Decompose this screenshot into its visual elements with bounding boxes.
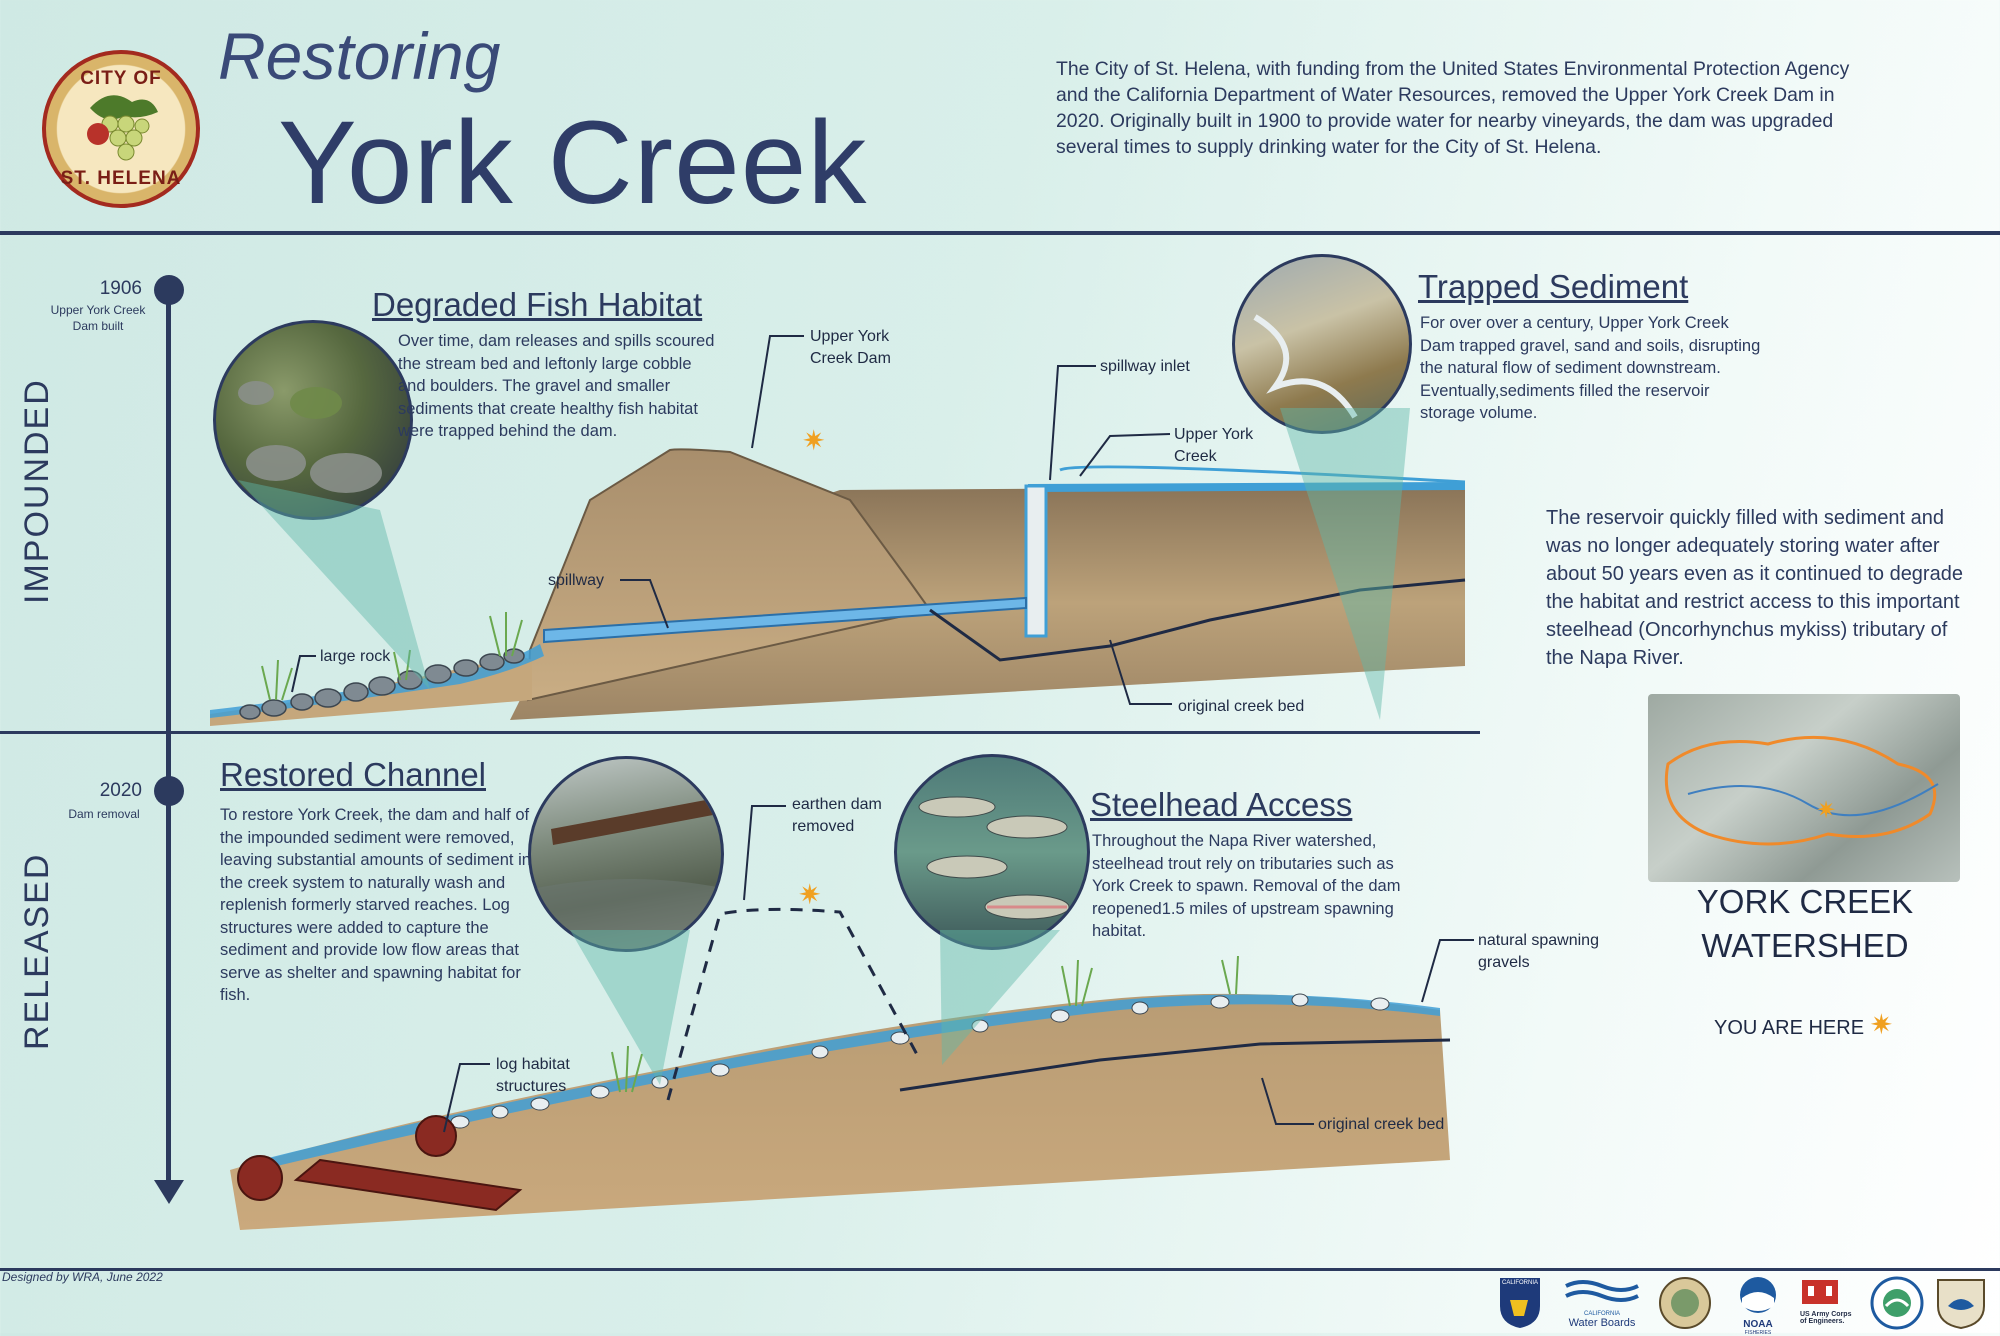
steelhead-access-heading: Steelhead Access xyxy=(1090,786,1353,823)
partner-usace-line1: US Army Corps xyxy=(1800,1311,1852,1318)
trapped-sediment-callout xyxy=(1280,408,1410,720)
partner-ca-text: CALIFORNIA xyxy=(1501,1280,1538,1286)
spawning-gravels xyxy=(450,993,1390,1129)
grass xyxy=(261,612,523,701)
label-original-creek-bed-1: original creek bed xyxy=(1178,698,1305,715)
you-are-here-star-icon: ✷ xyxy=(1869,1009,1894,1040)
seal-top-text: CITY OF xyxy=(80,68,162,89)
steelhead-fish-illustration xyxy=(918,796,1070,920)
impounded-diagram: ✷ xyxy=(210,425,1466,726)
partner-logo-fish-wildlife xyxy=(1936,1276,1986,1330)
partner-logo-army-corps: US Army Corps of Engineers. xyxy=(1800,1276,1862,1330)
partner-logo-noaa: NOAA FISHERIES xyxy=(1728,1276,1788,1336)
seal-bottom-text: ST. HELENA xyxy=(60,168,182,189)
year-2020-caption: Dam removal xyxy=(68,807,140,821)
title-line1: Restoring xyxy=(218,19,501,93)
spillway-pipe xyxy=(543,596,1027,644)
label-earthen-dam: earthen dam removed xyxy=(792,796,882,835)
timeline-dot-1906 xyxy=(154,275,184,305)
header-divider xyxy=(0,231,2000,235)
original-creek-bed-line xyxy=(929,578,1466,662)
released-leader-lines xyxy=(443,805,1474,1133)
map-title-line2: WATERSHED xyxy=(1701,927,1909,964)
designer-credit: Designed by WRA, June 2022 xyxy=(2,1270,163,1284)
castle-icon xyxy=(1802,1280,1838,1304)
label-log-habitat: log habitat structures xyxy=(496,1056,570,1095)
steelhead-callout xyxy=(940,930,1060,1065)
map-title: YORK CREEK WATERSHED xyxy=(1640,880,1970,968)
timeline-arrow-icon xyxy=(154,1180,184,1204)
partner-noaa-sub: FISHERIES xyxy=(1744,1330,1772,1336)
label-original-creek-bed-2: original creek bed xyxy=(1318,1116,1445,1133)
dam-star-icon: ✷ xyxy=(802,425,825,456)
released-diagram: ✷ xyxy=(230,879,1451,1230)
timeline-line xyxy=(166,288,171,1188)
partner-wb-text: Water Boards xyxy=(1568,1317,1636,1329)
fish-habitat-callout xyxy=(238,480,430,690)
impounded-leader-lines xyxy=(291,335,1172,705)
year-1906-caption: Upper York Creek Dam built xyxy=(50,303,146,333)
partner-noaa-text: NOAA xyxy=(1743,1319,1773,1330)
partner-usace-line2: of Engineers. xyxy=(1800,1318,1845,1325)
footer-divider xyxy=(0,1268,2000,1271)
you-are-here-label: YOU ARE HERE ✷ xyxy=(1714,1008,1893,1041)
watershed-map-illustration: ✷ xyxy=(1664,735,1939,846)
degraded-fish-heading: Degraded Fish Habitat xyxy=(372,286,703,323)
epa-seal-icon xyxy=(1870,1276,1924,1330)
california-shield-icon xyxy=(1500,1278,1540,1328)
year-2020: 2020 xyxy=(99,780,142,801)
label-large-rock: large rock xyxy=(320,648,391,665)
year-1906: 1906 xyxy=(99,278,142,299)
trapped-sediment-photo xyxy=(1232,254,1412,434)
grass-released xyxy=(611,955,1239,1093)
partner-wb-small: CALIFORNIA xyxy=(1583,1311,1620,1317)
restored-channel-text: To restore York Creek, the dam and half … xyxy=(220,806,531,1004)
grapes-icon xyxy=(87,95,158,161)
partner-logo-epa xyxy=(1870,1276,1924,1330)
restored-channel-heading: Restored Channel xyxy=(220,756,486,793)
fish-habitat-photo xyxy=(213,320,413,520)
removed-dam-star-icon: ✷ xyxy=(798,879,821,910)
log-jam-illustration xyxy=(531,799,721,949)
fish-wildlife-shield-icon xyxy=(1937,1279,1985,1330)
intro-paragraph: The City of St. Helena, with funding fro… xyxy=(1056,58,1850,158)
reservoir-water xyxy=(1028,482,1465,492)
map-title-line1: YORK CREEK xyxy=(1696,883,1914,920)
steelhead-photo xyxy=(894,754,1090,950)
label-dam: Upper York Creek Dam xyxy=(810,328,891,367)
river-rocks-illustration xyxy=(238,381,382,493)
original-creek-bed-line-2 xyxy=(899,1038,1451,1092)
large-rocks xyxy=(239,648,525,720)
map-star-icon: ✷ xyxy=(1816,797,1836,824)
state-seal-icon xyxy=(1659,1277,1711,1329)
trapped-sediment-text: For over over a century, Upper York Cree… xyxy=(1420,314,1761,422)
restored-channel-soil xyxy=(230,993,1450,1230)
noaa-emblem-icon xyxy=(1740,1277,1776,1313)
watershed-map: ✷ xyxy=(1648,694,1960,882)
label-spillway-inlet: spillway inlet xyxy=(1100,358,1190,375)
trapped-sediment-heading: Trapped Sediment xyxy=(1418,268,1689,305)
title-line2: York Creek xyxy=(278,97,868,229)
restored-channel-callout xyxy=(570,930,690,1085)
steelhead-access-text: Throughout the Napa River watershed, ste… xyxy=(1092,832,1401,940)
sediment-aerial-illustration xyxy=(1253,314,1358,419)
partner-logo-seal-1 xyxy=(1658,1276,1712,1330)
degraded-fish-text: Over time, dam releases and spills scour… xyxy=(398,332,715,440)
label-spillway: spillway xyxy=(548,572,605,589)
city-seal-logo: CITY OF ST. HELENA xyxy=(42,50,200,208)
partner-logo-water-boards: CALIFORNIA Water Boards xyxy=(1562,1276,1642,1330)
you-are-here-text: YOU ARE HERE xyxy=(1714,1017,1865,1039)
water-waves-icon xyxy=(1565,1280,1639,1302)
partner-logo-california: CALIFORNIA xyxy=(1498,1276,1542,1330)
timeline-dot-2020 xyxy=(154,776,184,806)
restored-channel-photo xyxy=(528,756,724,952)
removed-dam-outline xyxy=(666,907,922,1101)
reservoir-side-text: The reservoir quickly filled with sedime… xyxy=(1546,507,1963,669)
spillway-inlet xyxy=(1024,484,1048,638)
section-divider xyxy=(0,731,1480,734)
label-spawning-gravels: natural spawning gravels xyxy=(1478,932,1599,971)
label-upper-york-creek: Upper York Creek xyxy=(1174,426,1254,465)
